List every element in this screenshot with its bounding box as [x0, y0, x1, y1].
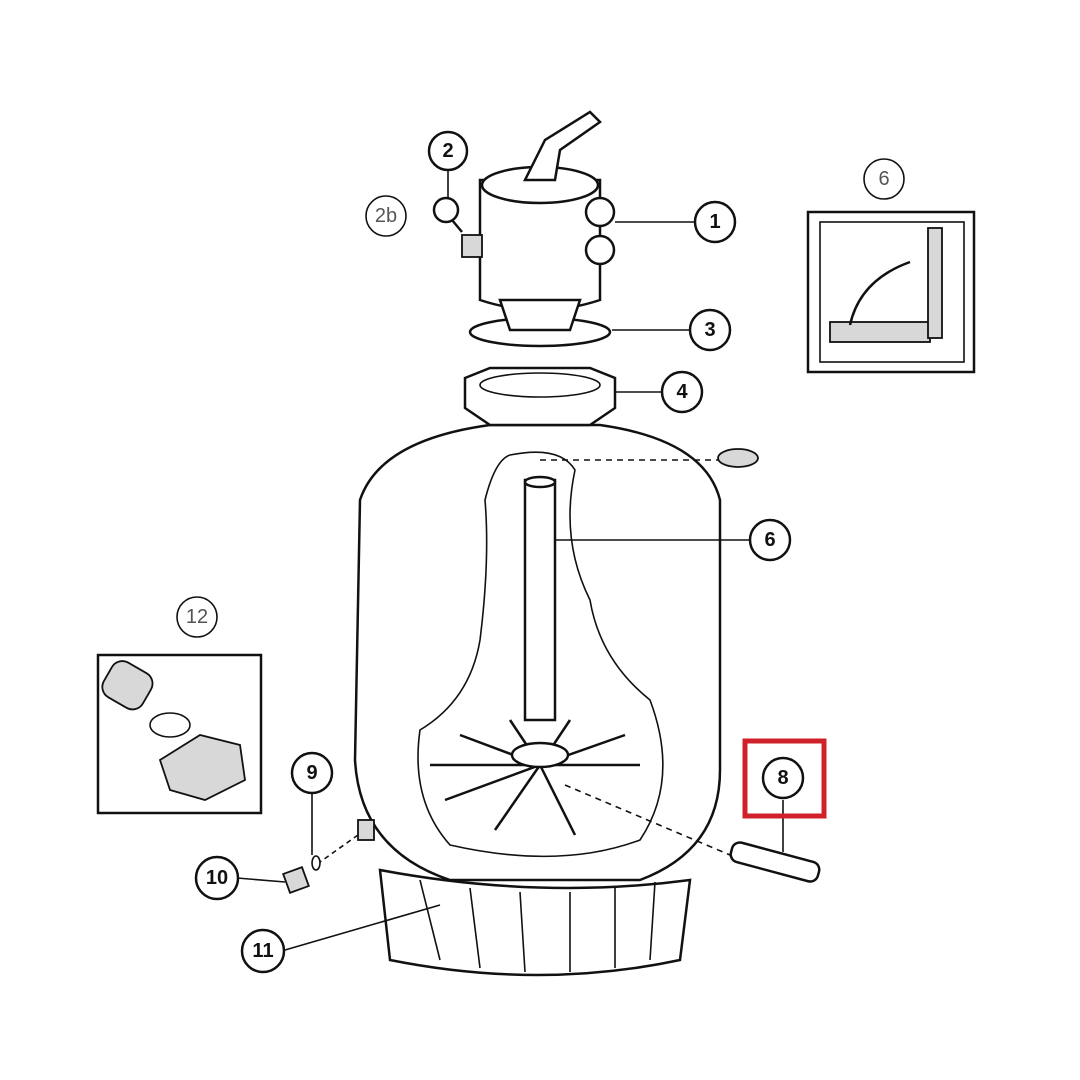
callout-label: 1: [709, 211, 720, 233]
drain-assembly: [282, 819, 375, 894]
callout-label: 3: [704, 319, 715, 341]
callout-10: 10: [194, 855, 240, 901]
callout-6-inset: 6: [863, 158, 905, 200]
filter-tank: [353, 423, 759, 882]
inset-lateral-replacement: [806, 210, 976, 374]
callout-label: 9: [306, 762, 317, 784]
callout-label: 6: [764, 529, 775, 551]
callout-label: 6: [878, 168, 889, 190]
leader-lines: [236, 170, 784, 951]
highlight-box: [742, 738, 827, 819]
callout-label: 10: [206, 867, 228, 889]
callout-9: 9: [290, 751, 334, 795]
callout-11: 11: [240, 928, 286, 974]
callout-3: 3: [688, 308, 732, 352]
callout-8: 8: [742, 738, 827, 819]
callout-12: 12: [176, 596, 218, 638]
callout-4: 4: [660, 370, 704, 414]
inset-drain-cap: [96, 653, 263, 815]
multiport-valve: [461, 110, 616, 332]
pressure-gauge: [432, 196, 463, 233]
callout-label: 8: [777, 767, 788, 789]
callout-6: 6: [748, 518, 792, 562]
callout-1: 1: [693, 200, 737, 244]
filter-base: [378, 868, 692, 977]
callout-label: 2: [442, 140, 453, 162]
callout-2: 2: [427, 130, 469, 172]
lateral-part-8: [729, 841, 821, 883]
callout-2b: 2b: [365, 195, 407, 237]
callout-label: 11: [252, 940, 273, 962]
lateral-arms: [430, 719, 640, 836]
callout-label: 12: [186, 606, 208, 628]
callout-label: 2b: [375, 205, 397, 227]
locking-ring: [463, 366, 617, 427]
callout-label: 4: [676, 381, 688, 403]
